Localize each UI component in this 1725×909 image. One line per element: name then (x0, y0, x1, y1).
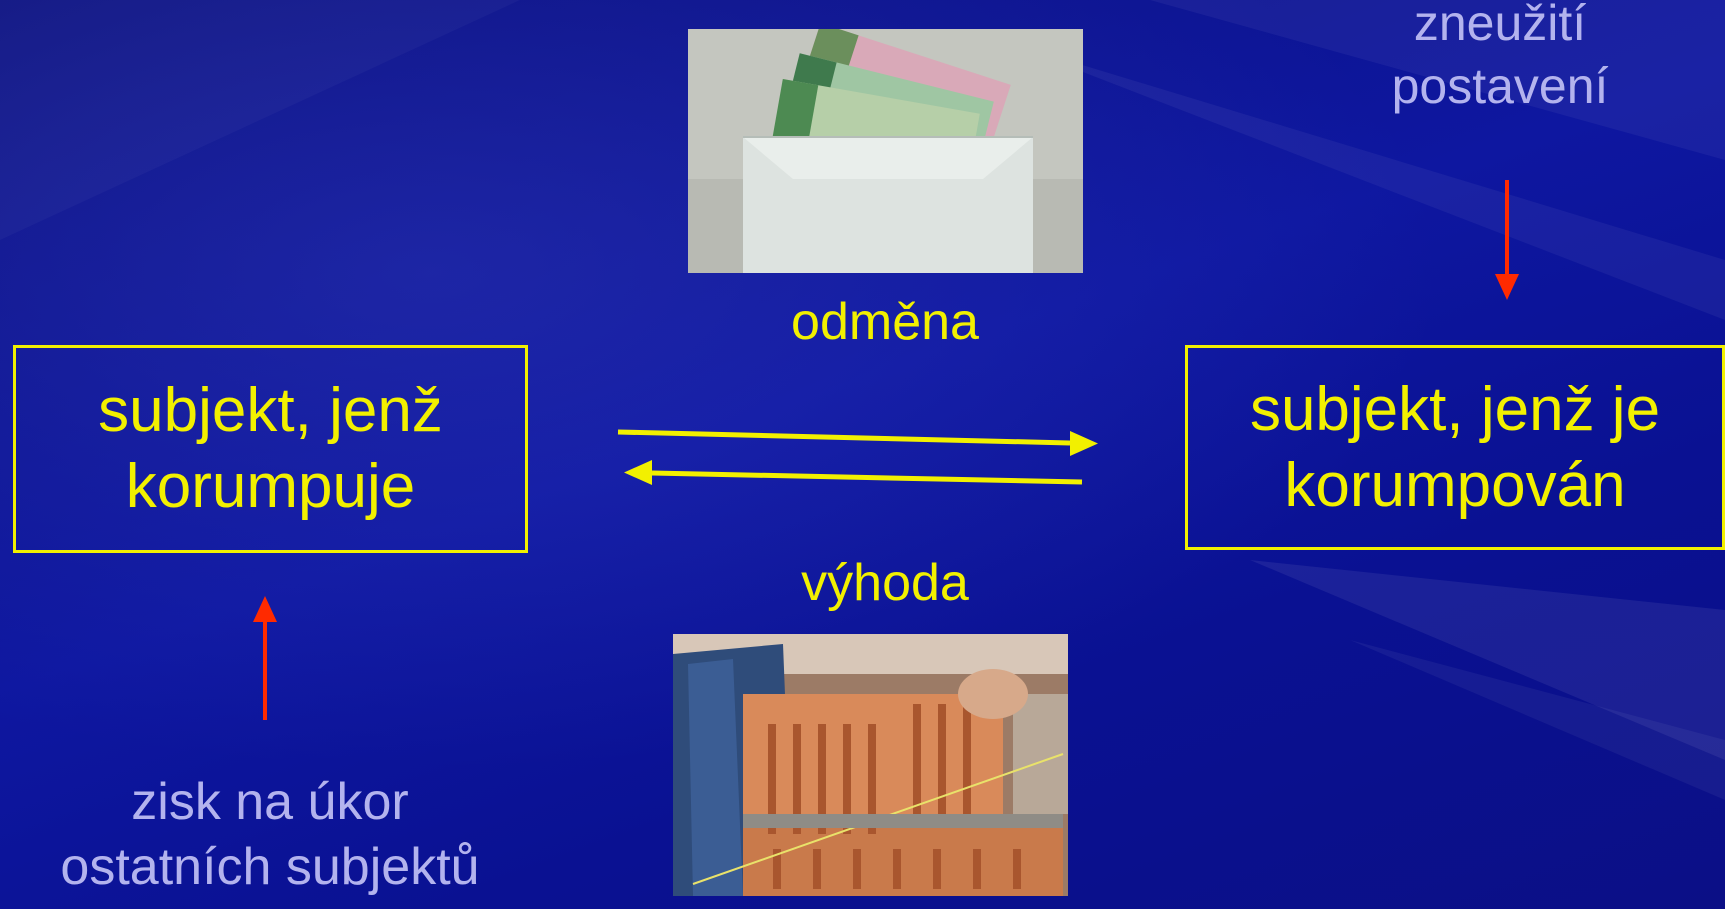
top-right-label-line2: postavení (1391, 57, 1609, 114)
arrow-left-icon (624, 460, 1083, 485)
red-arrow-down-icon (1495, 180, 1519, 300)
top-right-label: zneužití postavení (1300, 0, 1700, 117)
arrow-right-icon (617, 429, 1098, 456)
benefit-label: výhoda (801, 554, 969, 612)
bottom-left-label: zisk na úkor ostatních subjektů (0, 770, 540, 900)
exchange-arrows (617, 429, 1098, 485)
corrupting-subject-box: subjekt, jenž korumpuje (13, 345, 528, 553)
money-envelope-icon (688, 29, 1083, 273)
corrupted-subject-line2: korumpován (1284, 450, 1626, 520)
bottom-left-label-line2: ostatních subjektů (60, 838, 480, 896)
corrupted-subject-line1: subjekt, jenž je (1249, 374, 1661, 444)
corrupted-subject-box: subjekt, jenž je korumpován (1185, 345, 1725, 550)
money-envelope-photo (688, 29, 1083, 273)
corrupting-subject-line1: subjekt, jenž (98, 376, 443, 446)
reward-label: odměna (791, 293, 979, 351)
red-arrow-up-icon (253, 596, 277, 720)
bricks-icon (673, 634, 1068, 896)
corrupting-subject-line2: korumpuje (125, 452, 416, 521)
bottom-left-label-line1: zisk na úkor (131, 773, 409, 831)
bricks-construction-photo (673, 634, 1068, 896)
top-right-label-line1: zneužití (1413, 0, 1587, 51)
